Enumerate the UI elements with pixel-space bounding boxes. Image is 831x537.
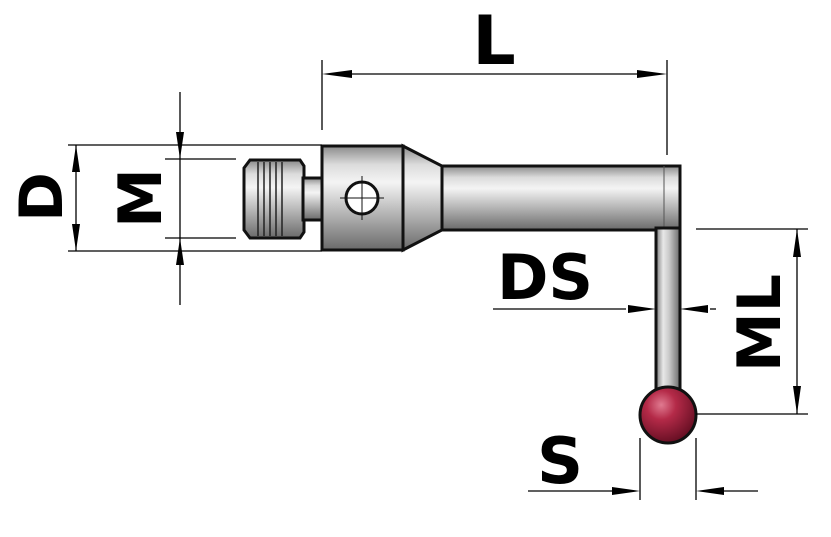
stem-arrow-right bbox=[680, 305, 708, 313]
ball-arrow-right bbox=[696, 487, 724, 495]
length-label: L bbox=[472, 2, 515, 81]
diameter-arrow-top bbox=[72, 145, 80, 172]
ball-diameter-label: S bbox=[537, 425, 583, 499]
stem-diameter-label: DS bbox=[497, 241, 593, 314]
measuring-length-arrow-bottom bbox=[793, 386, 801, 414]
length-arrow-right bbox=[637, 70, 667, 78]
thread-arrow-top bbox=[176, 132, 184, 159]
measuring-length-label: ML bbox=[725, 274, 795, 372]
dimension-labels: L D M DS ML S bbox=[7, 2, 795, 499]
length-arrow-left bbox=[322, 70, 352, 78]
ball-arrow-left bbox=[612, 487, 640, 495]
diameter-arrow-bottom bbox=[72, 224, 80, 251]
ruby-ball bbox=[638, 385, 698, 445]
measuring-length-arrow-top bbox=[793, 229, 801, 257]
main-body bbox=[320, 143, 444, 253]
stylus-body bbox=[242, 143, 698, 445]
thread-arrow-bottom bbox=[176, 238, 184, 265]
extension-arm bbox=[440, 164, 682, 232]
thread-section bbox=[242, 158, 306, 240]
stem-arrow-left bbox=[628, 305, 656, 313]
vertical-stem bbox=[654, 226, 682, 402]
shaft-diameter-label: D bbox=[7, 172, 77, 222]
dimension-lines bbox=[68, 60, 808, 500]
thread-label: M bbox=[106, 168, 176, 228]
